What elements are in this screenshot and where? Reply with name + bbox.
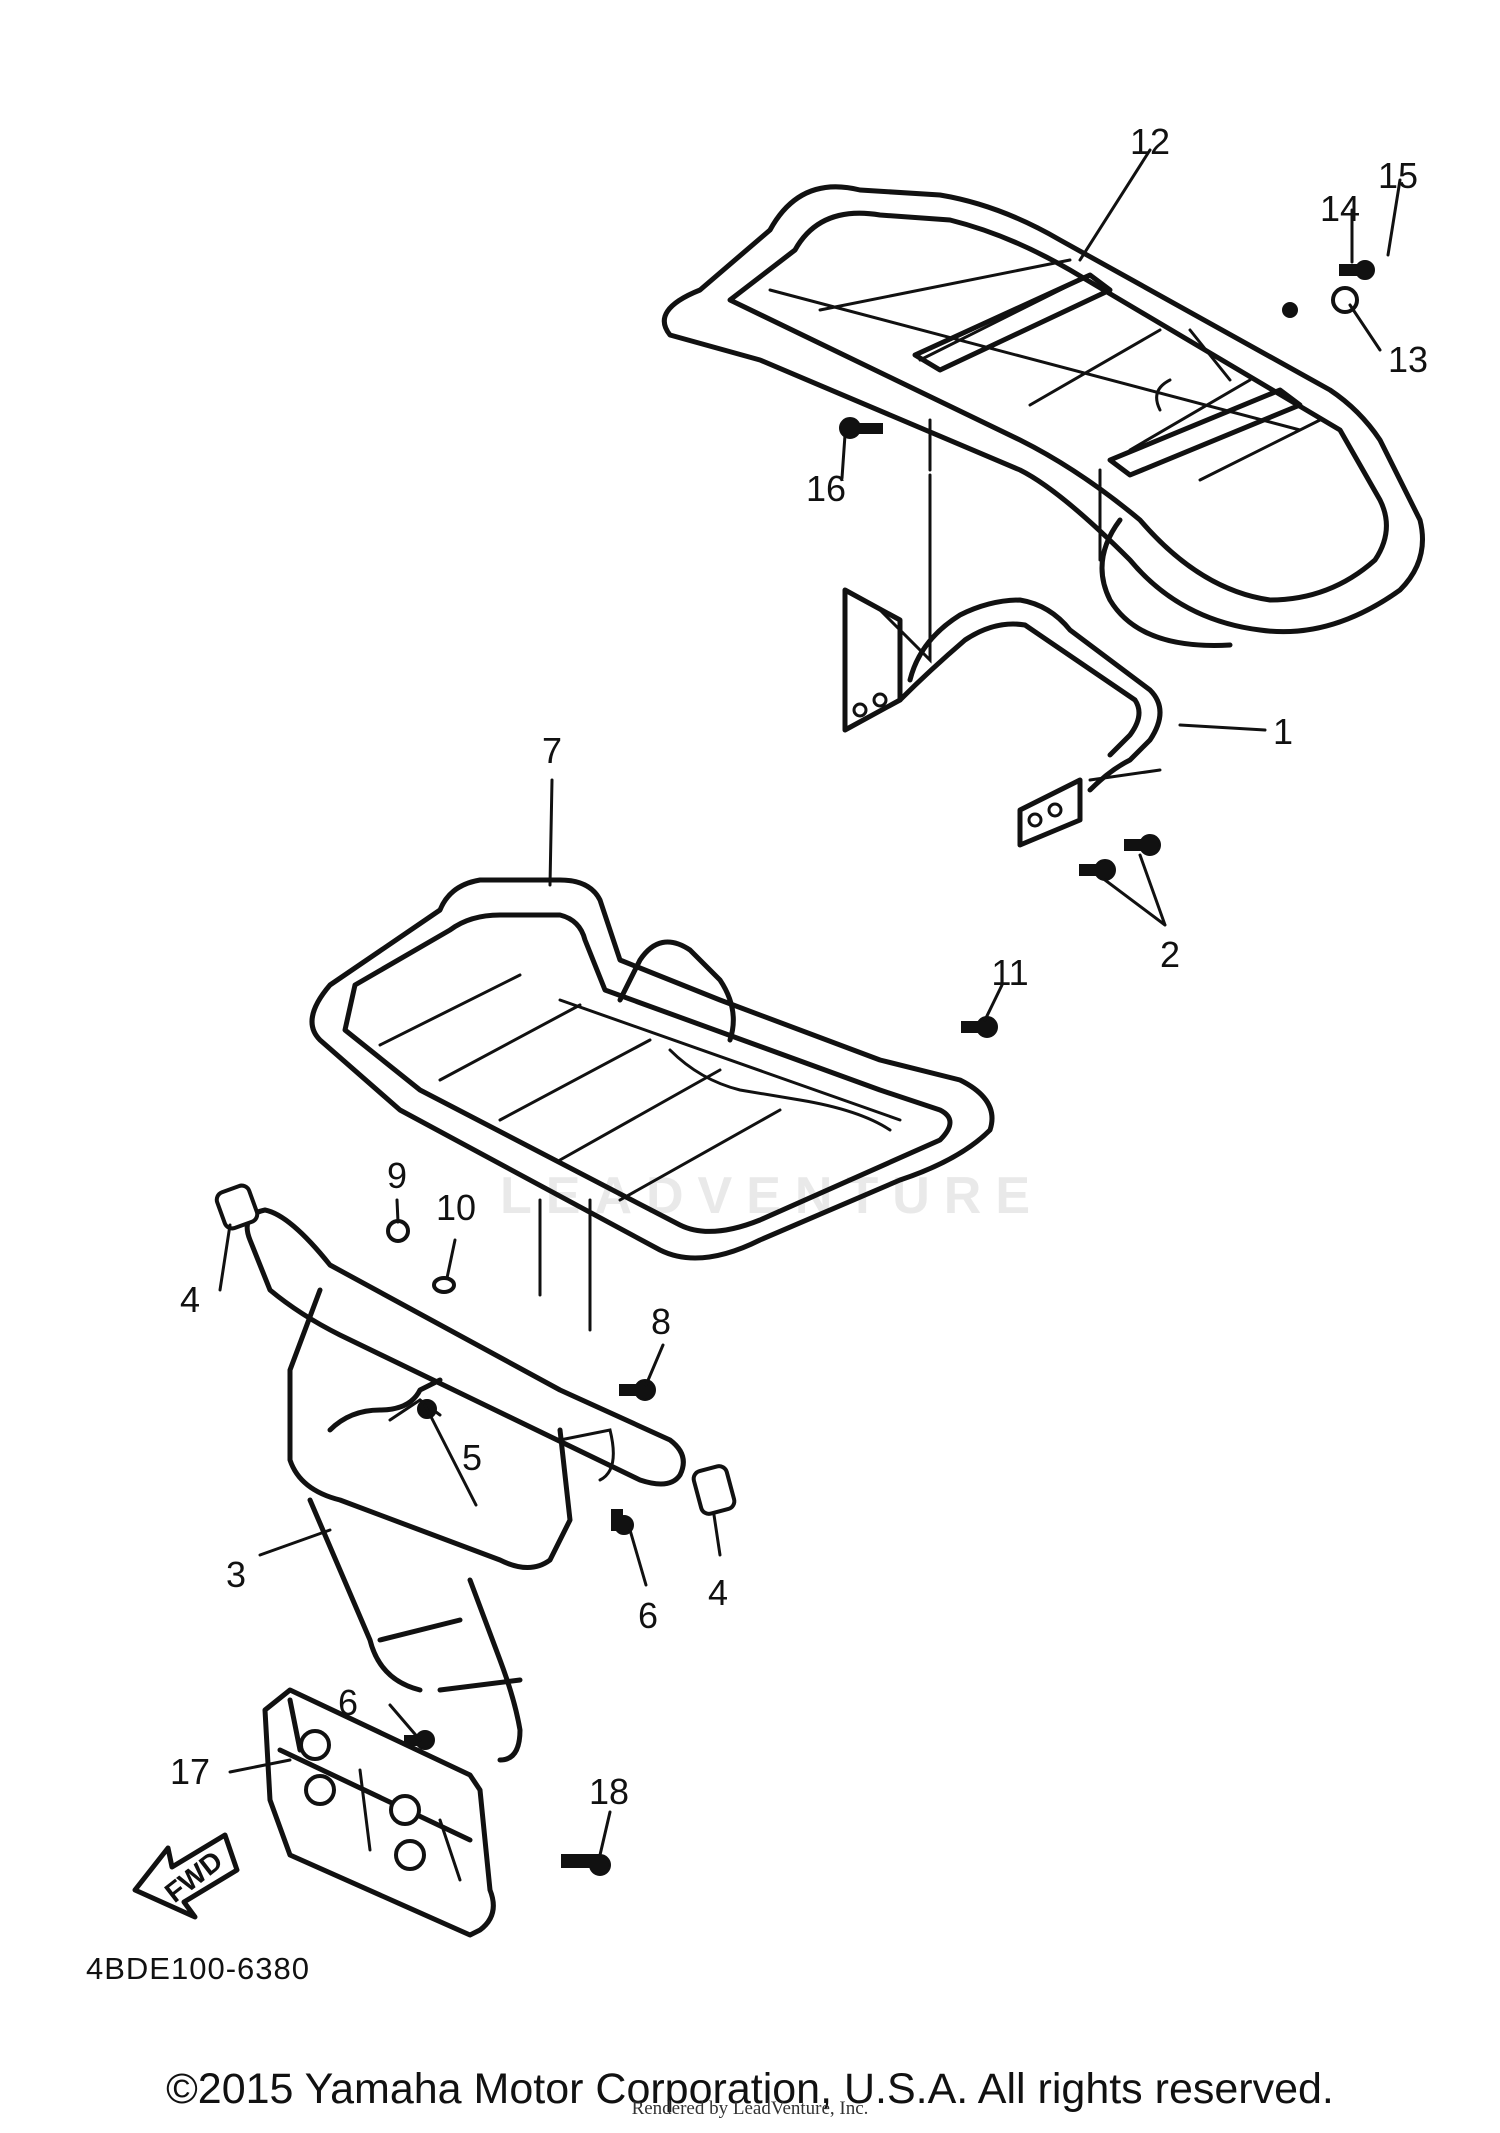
skid-plate[interactable] [262, 1687, 496, 1938]
callout-18: 18 [588, 1771, 630, 1812]
front-carrier-rack[interactable] [309, 877, 995, 1332]
rear-carrier-stay[interactable] [842, 473, 1163, 848]
callout-5: 5 [461, 1437, 483, 1478]
callout-7: 7 [541, 730, 563, 771]
callout-6-upper: 6 [637, 1595, 659, 1636]
render-credit: Rendered by LeadVenture, Inc. [631, 2098, 869, 2119]
callout-13: 13 [1387, 339, 1429, 380]
hardware [214, 148, 1402, 1876]
callout-4-right: 4 [707, 1572, 729, 1613]
callout-11: 11 [991, 952, 1029, 993]
callout-2: 2 [1159, 934, 1181, 975]
diagram-code: 4BDE100-6380 [86, 1951, 310, 1986]
callout-4-left: 4 [179, 1279, 201, 1320]
callout-8: 8 [650, 1301, 672, 1342]
callout-12: 12 [1129, 121, 1171, 162]
rear-carrier-rack[interactable] [661, 184, 1425, 648]
callout-10: 10 [435, 1187, 477, 1228]
callout-16: 16 [805, 468, 847, 509]
callout-6-lower: 6 [337, 1682, 359, 1723]
callout-14: 14 [1319, 188, 1361, 229]
copyright-notice: ©2015 Yamaha Motor Corporation, U.S.A. A… [166, 2065, 1334, 2113]
front-guard[interactable] [244, 1207, 686, 1763]
callout-9: 9 [386, 1155, 408, 1196]
callout-17: 17 [169, 1751, 211, 1792]
fwd-arrow-icon [132, 1832, 240, 1920]
callout-3: 3 [225, 1554, 247, 1595]
callout-15: 15 [1377, 155, 1419, 196]
callout-1: 1 [1272, 711, 1294, 752]
